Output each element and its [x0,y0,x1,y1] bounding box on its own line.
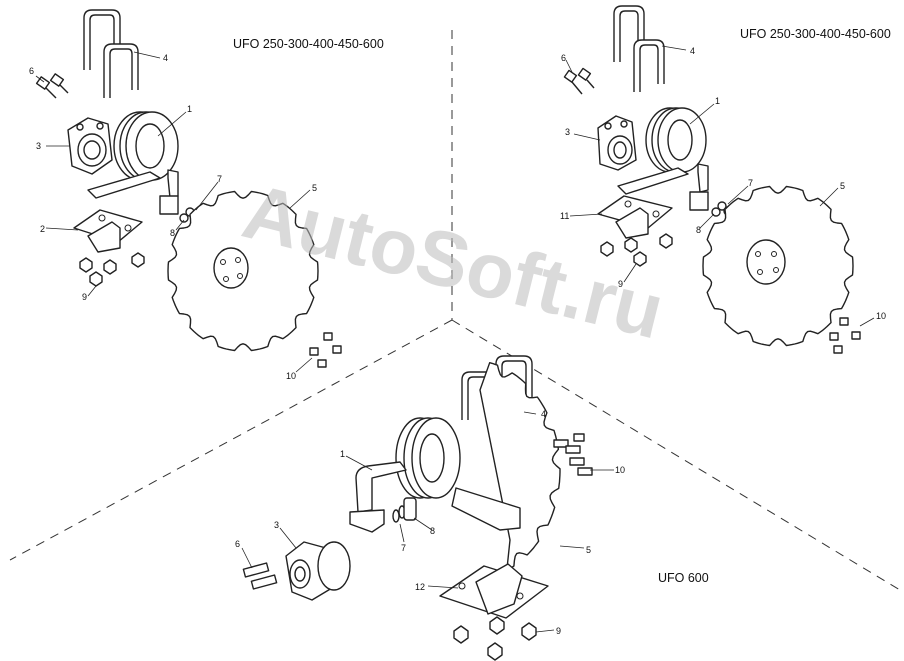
bottom-assembly [241,355,614,661]
bottom-nuts [453,616,537,661]
left-leaders [35,51,313,373]
bottom-spring [349,417,521,533]
right-u-bolt [613,5,665,92]
callout-7-left: 7 [217,174,222,184]
bottom-bearing-housing [285,541,351,601]
callout-4-bottom: 4 [541,409,546,419]
right-nuts [600,233,673,267]
callout-6-bottom: 6 [235,539,240,549]
callout-1-right: 1 [715,96,720,106]
left-model-title: UFO 250-300-400-450-600 [233,37,384,51]
left-nuts [79,252,145,287]
callout-6-left: 6 [29,66,34,76]
right-disc [702,185,854,347]
callout-9-left: 9 [82,292,87,302]
bottom-washers [392,497,417,523]
callout-8-right: 8 [696,225,701,235]
callout-3-bottom: 3 [274,520,279,530]
right-bolts [563,67,595,95]
callout-7-right: 7 [748,178,753,188]
watermark-text: AutoSoft.ru [235,166,672,355]
bottom-disc-bolts [553,433,593,476]
callout-11-right: 11 [560,211,569,221]
bottom-model-title: UFO 600 [658,571,709,585]
right-model-title: UFO 250-300-400-450-600 [740,27,891,41]
left-disc [167,190,319,352]
callout-10-right: 10 [876,311,886,321]
left-assembly [35,9,342,373]
callout-3-right: 3 [565,127,570,137]
callout-8-bottom: 8 [430,526,435,536]
callout-5-left: 5 [312,183,317,193]
callout-5-right: 5 [840,181,845,191]
callout-5-bottom: 5 [586,545,591,555]
callout-1-left: 1 [187,104,192,114]
callout-7-bottom: 7 [401,543,406,553]
right-bracket [597,195,673,239]
callout-2-left: 2 [40,224,45,234]
callout-4-left: 4 [163,53,168,63]
left-bracket [73,209,143,253]
bottom-disc [479,362,561,572]
callout-4-right: 4 [690,46,695,56]
right-spring [617,107,709,211]
left-disc-bolts [309,332,342,368]
callout-8-left: 8 [170,228,175,238]
callout-12-bottom: 12 [415,582,425,592]
left-bolts [35,73,69,99]
callout-9-bottom: 9 [556,626,561,636]
left-spring [87,111,179,215]
callout-9-right: 9 [618,279,623,289]
bottom-leaders [241,411,614,633]
right-bearing-housing [597,115,637,171]
callout-3-left: 3 [36,141,41,151]
right-disc-bolts [829,317,861,354]
left-u-bolt [83,9,139,98]
callout-6-right: 6 [561,53,566,63]
bottom-bracket [439,563,549,619]
right-assembly [563,5,875,354]
callout-10-bottom: 10 [615,465,625,475]
callout-10-left: 10 [286,371,296,381]
left-bearing-housing [67,117,113,175]
callout-1-bottom: 1 [340,449,345,459]
right-leaders [565,45,875,327]
bottom-bolts [242,562,278,590]
